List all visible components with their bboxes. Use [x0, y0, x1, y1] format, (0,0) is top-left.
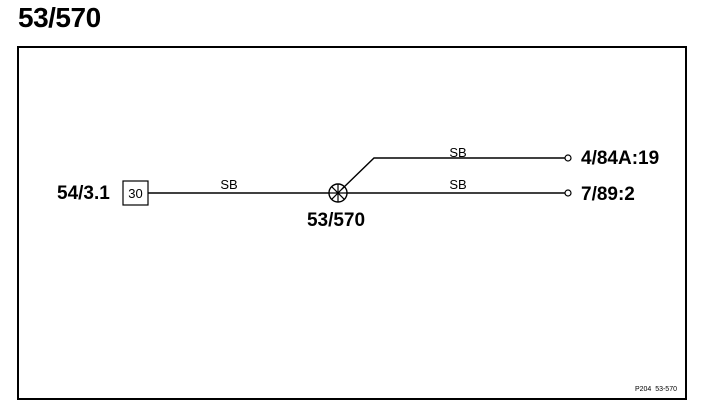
reference-code: P204 53-570 — [635, 386, 677, 393]
terminal-upper-icon — [564, 154, 572, 162]
wire-lower-color: SB — [449, 177, 466, 192]
pin-box — [122, 180, 149, 206]
destination-lower-label: 7/89:2 — [581, 184, 635, 205]
wire-upper-color: SB — [449, 145, 466, 160]
page-title: 53/570 — [18, 2, 101, 33]
splice-label: 53/570 — [307, 210, 365, 231]
terminal-lower-icon — [564, 189, 572, 197]
source-connector-label: 54/3.1 — [57, 183, 110, 204]
pin-number: 30 — [128, 186, 142, 201]
destination-upper-label: 4/84A:19 — [581, 148, 659, 169]
diagram-frame — [17, 46, 687, 400]
wire-main-color: SB — [220, 177, 237, 192]
wire-upper — [341, 157, 565, 190]
